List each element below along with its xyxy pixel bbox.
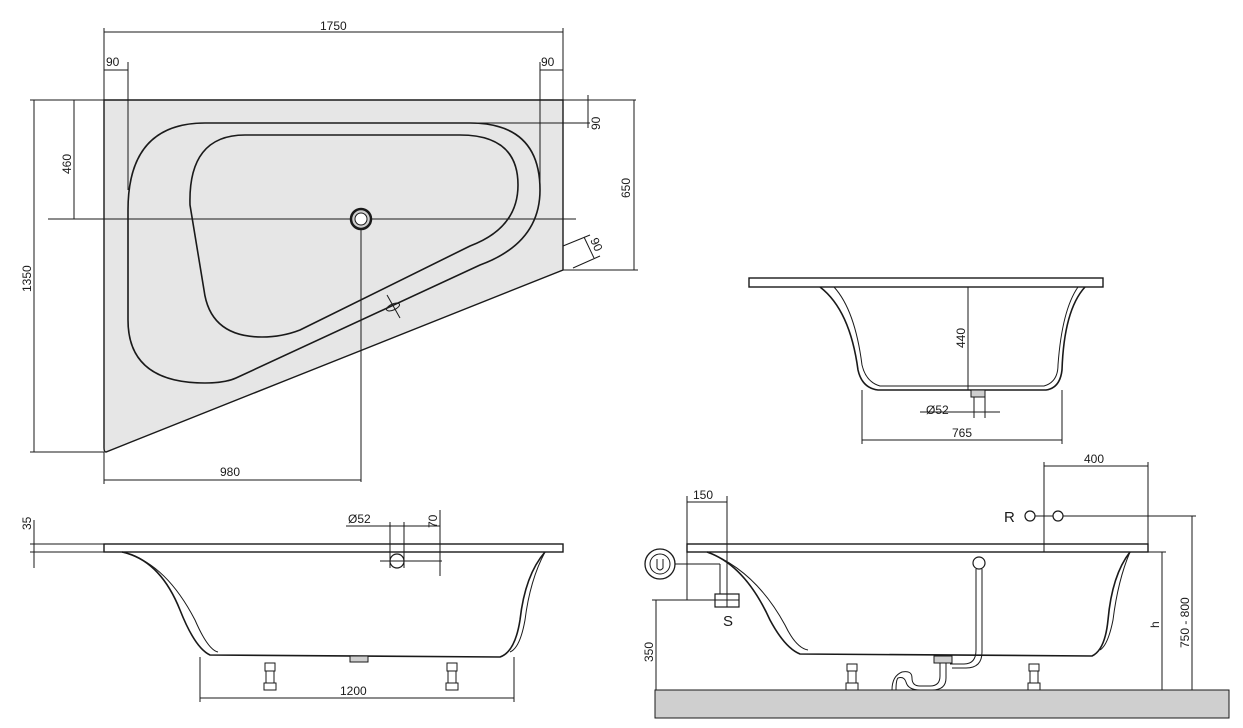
front-shell-inner-right xyxy=(509,551,546,653)
install-drain-icon xyxy=(933,655,953,664)
overflow-icon xyxy=(385,302,401,312)
label-valve-r: R xyxy=(1004,509,1015,526)
floor xyxy=(654,689,1230,719)
dim-height-440: 440 xyxy=(954,328,968,348)
dim-feet-1200: 1200 xyxy=(340,684,367,698)
dim-right-depth-650: 650 xyxy=(619,178,633,198)
install-shell-inner xyxy=(706,551,809,651)
dim-left-rim-90: 90 xyxy=(106,55,120,69)
dim-waste-150: 150 xyxy=(693,488,713,502)
top-view: 1750 90 90 90 650 90 1350 460 xyxy=(20,19,638,484)
valve-r-right-icon xyxy=(1052,510,1064,522)
dim-overflow-diameter-52: Ø52 xyxy=(348,512,371,526)
dim-top-rim-90: 90 xyxy=(589,116,603,130)
front-drain-icon xyxy=(349,655,369,663)
section-shell xyxy=(819,286,1086,391)
side-section-view: 440 Ø52 765 xyxy=(748,277,1104,444)
dim-rim-35: 35 xyxy=(20,516,34,530)
install-shell xyxy=(706,551,1131,657)
dim-right-rim-90: 90 xyxy=(541,55,555,69)
front-rim xyxy=(103,543,564,553)
dim-valve-height-750-800: 750 - 800 xyxy=(1178,597,1192,648)
tub-outline-top xyxy=(103,99,564,453)
dim-valve-400: 400 xyxy=(1084,452,1104,466)
front-shell-inner xyxy=(121,551,219,653)
install-foot-right-icon xyxy=(1027,663,1041,691)
drain-inner-icon xyxy=(354,212,368,226)
dim-drain-980: 980 xyxy=(220,465,240,479)
overflow-mark xyxy=(386,294,401,319)
section-rim xyxy=(748,277,1104,288)
label-siphon-s: S xyxy=(723,613,733,630)
section-drain-icon xyxy=(970,389,986,398)
section-inner xyxy=(833,286,1079,387)
valve-r-left-icon xyxy=(1024,510,1036,522)
overflow-pipe xyxy=(950,569,983,669)
front-view: 35 Ø52 70 1200 xyxy=(20,510,564,702)
install-foot-left-icon xyxy=(845,663,859,691)
dim-depth-1350: 1350 xyxy=(20,265,34,292)
front-shell xyxy=(121,551,546,658)
dim-waste-height-350: 350 xyxy=(642,642,656,662)
foot-right-icon xyxy=(445,662,459,691)
dim-drain-460: 460 xyxy=(60,154,74,174)
install-shell-inner-right xyxy=(1099,551,1131,651)
dim-height-h: h xyxy=(1148,621,1162,628)
waste-control-mark xyxy=(656,559,664,571)
dim-diag-rim-90: 90 xyxy=(587,236,605,254)
siphon-pipe xyxy=(891,663,947,691)
installation-view: S 150 350 R 400 h 750 - 800 xyxy=(642,452,1230,719)
dim-width-765: 765 xyxy=(952,426,972,440)
waste-control-inner-icon xyxy=(649,553,671,575)
dim-width-1750: 1750 xyxy=(320,19,347,33)
foot-left-icon xyxy=(263,662,277,691)
tub-basin xyxy=(189,134,519,338)
tub-inner-rim xyxy=(127,122,541,384)
install-rim xyxy=(686,543,1149,553)
overflow-pipe-icon xyxy=(972,556,986,570)
dim-drain-diameter-52: Ø52 xyxy=(926,403,949,417)
dim-overflow-70: 70 xyxy=(426,514,440,528)
